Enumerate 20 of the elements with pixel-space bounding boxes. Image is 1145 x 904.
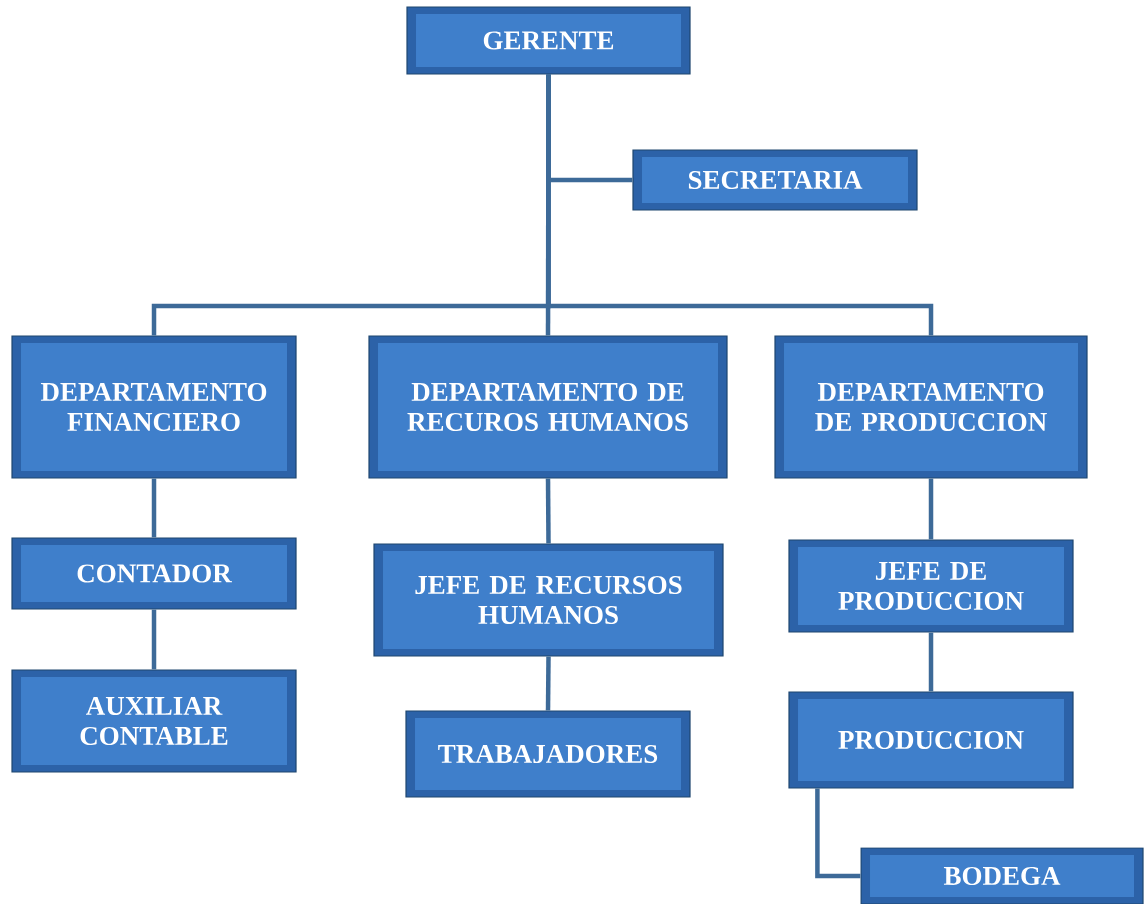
connector-line <box>815 788 861 879</box>
connector-line <box>545 656 551 711</box>
connector-line <box>151 609 157 670</box>
org-box: SECRETARIA <box>632 149 918 211</box>
org-box: TRABAJADORES <box>405 710 691 798</box>
org-box: BODEGA <box>860 847 1144 904</box>
org-box: CONTADOR <box>11 537 297 610</box>
org-box: GERENTE <box>406 6 691 75</box>
org-box: DEPARTAMENTO DE RECUROS HUMANOS <box>368 335 728 479</box>
org-box: DEPARTAMENTO DE PRODUCCION <box>774 335 1088 479</box>
connector-line <box>928 478 934 540</box>
connector-line <box>545 478 551 544</box>
org-box: AUXILIAR CONTABLE <box>11 669 297 773</box>
connector-line <box>928 632 934 692</box>
connector-line <box>546 74 934 336</box>
org-box: PRODUCCION <box>788 691 1074 789</box>
org-box: JEFE DE RECURSOS HUMANOS <box>373 543 724 657</box>
org-box: DEPARTAMENTO FINANCIERO <box>11 335 297 479</box>
org-box: JEFE DE PRODUCCION <box>788 539 1074 633</box>
connector-line <box>151 478 157 538</box>
